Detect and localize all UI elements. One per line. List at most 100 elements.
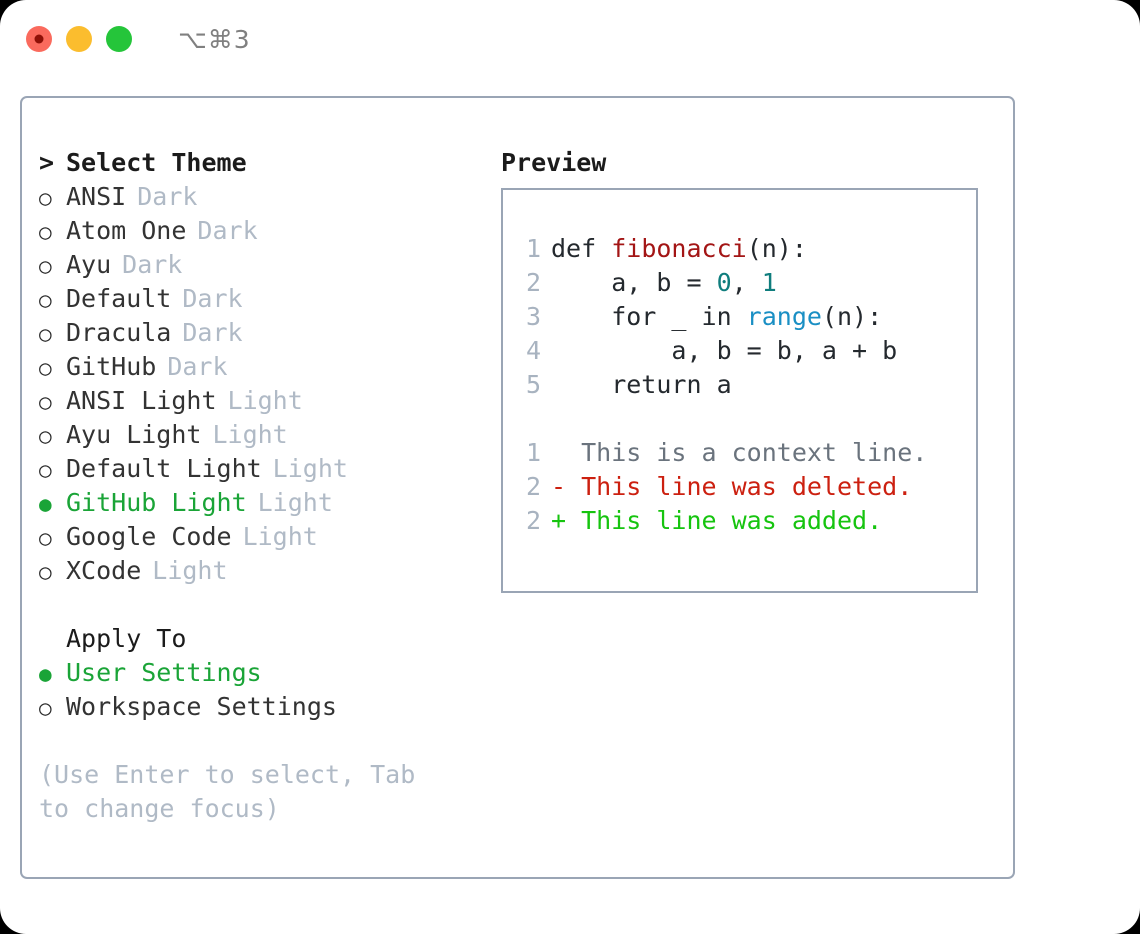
apply-to-list: ● User Settings ○Workspace Settings: [39, 656, 487, 724]
theme-name: Default Light: [66, 454, 262, 483]
code-token: (n):: [746, 234, 807, 263]
code-token: range: [746, 302, 822, 331]
theme-variant-badge: Light: [257, 488, 333, 517]
theme-variant-badge: Dark: [122, 250, 183, 279]
radio-unselected-icon: ○: [39, 220, 52, 244]
code-token: 0: [716, 268, 732, 297]
theme-name: XCode: [66, 556, 142, 585]
code-token: (n):: [821, 302, 883, 331]
code-line: 4 a, b = b, a + b: [517, 334, 976, 368]
theme-name: Ayu: [66, 250, 112, 279]
diff-line: 1 This is a context line.: [517, 436, 976, 470]
theme-option-ansi[interactable]: ○ ANSI Dark: [39, 180, 487, 214]
theme-name: ANSI Light: [66, 386, 217, 415]
line-number: 3: [525, 302, 541, 331]
line-number: 4: [525, 336, 541, 365]
keyboard-hint: (Use Enter to select, Tab to change focu…: [39, 760, 416, 823]
line-number: 1: [525, 234, 541, 263]
theme-option-ansi-light[interactable]: ○ ANSI Light Light: [39, 384, 487, 418]
diff-line: 2- This line was deleted.: [517, 470, 976, 504]
preview-title: Preview: [501, 148, 607, 177]
theme-variant-badge: Dark: [182, 284, 243, 313]
radio-unselected-icon: ○: [39, 560, 52, 584]
line-number: 1: [525, 438, 541, 467]
line-number: 2: [525, 472, 541, 501]
apply-to-option-user-settings[interactable]: ● User Settings: [39, 656, 487, 690]
theme-variant-badge: Light: [227, 386, 303, 415]
theme-option-default[interactable]: ○ Default Dark: [39, 282, 487, 316]
caret-icon: >: [39, 148, 55, 177]
line-number: 2: [525, 268, 541, 297]
code-line: 3 for _ in range(n):: [517, 300, 976, 334]
theme-name: Default: [66, 284, 172, 313]
code-token: a, b = b, a + b: [551, 336, 898, 365]
title-bar: ⌥⌘3: [0, 0, 1140, 78]
apply-to-label-row: Apply To: [39, 622, 487, 656]
radio-unselected-icon: ○: [39, 424, 52, 448]
keyboard-shortcut-label: ⌥⌘3: [178, 24, 251, 54]
radio-unselected-icon: ○: [39, 458, 52, 482]
apply-to-option-label: User Settings: [66, 658, 262, 687]
theme-variant-badge: Dark: [137, 182, 198, 211]
select-theme-header: > Select Theme: [39, 146, 487, 180]
diff-text: This line was deleted.: [566, 472, 913, 501]
theme-name: Ayu Light: [66, 420, 202, 449]
diff-sample: 1 This is a context line.2- This line wa…: [517, 436, 976, 538]
theme-variant-badge: Light: [242, 522, 318, 551]
radio-selected-icon: ●: [39, 662, 52, 686]
code-diff-separator: [517, 402, 976, 436]
code-token: fibonacci: [611, 234, 747, 263]
diff-text: This is a context line.: [566, 438, 928, 467]
theme-option-github[interactable]: ○ GitHub Dark: [39, 350, 487, 384]
apply-to-option-workspace-settings[interactable]: ○Workspace Settings: [39, 690, 487, 724]
diff-sign: [551, 438, 566, 467]
diff-text: This line was added.: [566, 506, 883, 535]
theme-name: Google Code: [66, 522, 232, 551]
code-token: return a: [551, 370, 732, 399]
line-number: 5: [525, 370, 541, 399]
radio-selected-icon: ●: [39, 492, 52, 516]
theme-option-ayu[interactable]: ○ Ayu Dark: [39, 248, 487, 282]
recording-indicator-icon: [34, 34, 44, 44]
theme-name: ANSI: [66, 182, 127, 211]
diff-sign: +: [551, 506, 567, 535]
radio-unselected-icon: ○: [39, 186, 52, 210]
theme-name: GitHub: [66, 352, 157, 381]
theme-option-xcode[interactable]: ○ XCode Light: [39, 554, 487, 588]
theme-name: Dracula: [66, 318, 172, 347]
code-token: for _ in: [551, 302, 747, 331]
theme-variant-badge: Dark: [167, 352, 228, 381]
minimize-button[interactable]: [66, 26, 92, 52]
apply-to-label: Apply To: [66, 624, 187, 653]
zoom-button[interactable]: [106, 26, 132, 52]
radio-unselected-icon: ○: [39, 288, 52, 312]
select-theme-title: Select Theme: [66, 148, 247, 177]
theme-option-google-code[interactable]: ○ Google Code Light: [39, 520, 487, 554]
window-controls: [26, 26, 132, 52]
radio-unselected-icon: ○: [39, 526, 52, 550]
radio-unselected-icon: ○: [39, 390, 52, 414]
list-spacer: [39, 588, 487, 622]
theme-option-dracula[interactable]: ○ Dracula Dark: [39, 316, 487, 350]
close-button[interactable]: [26, 26, 52, 52]
line-number: 2: [525, 506, 541, 535]
radio-unselected-icon: ○: [39, 356, 52, 380]
theme-name: Atom One: [66, 216, 187, 245]
theme-variant-badge: Dark: [182, 318, 243, 347]
theme-variant-badge: Light: [212, 420, 288, 449]
radio-unselected-icon: ○: [39, 322, 52, 346]
theme-option-ayu-light[interactable]: ○ Ayu Light Light: [39, 418, 487, 452]
radio-unselected-icon: ○: [39, 254, 52, 278]
theme-variant-badge: Light: [152, 556, 228, 585]
